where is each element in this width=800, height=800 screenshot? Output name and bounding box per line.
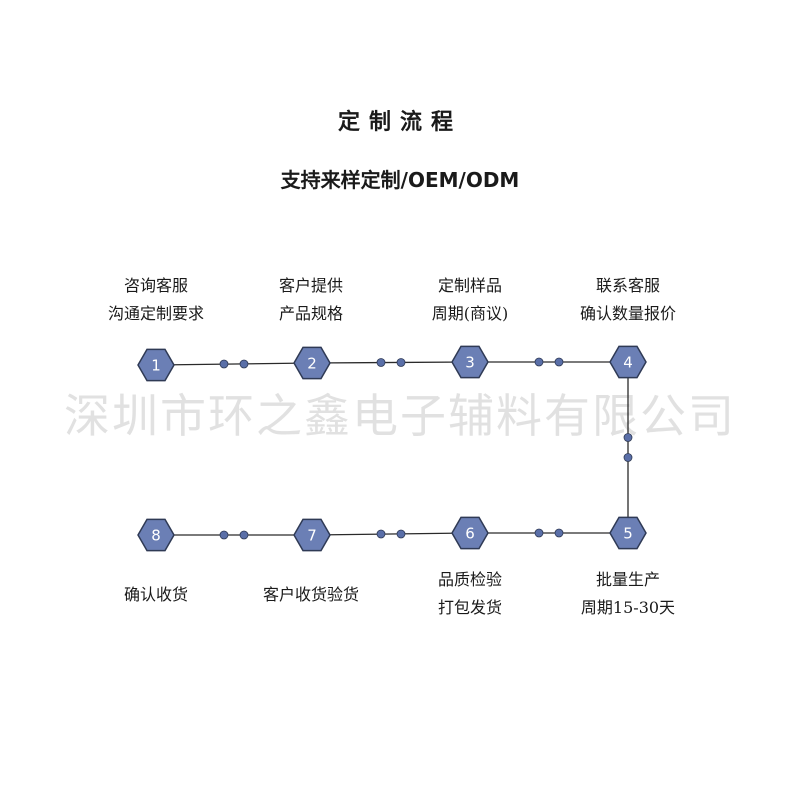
connector-dot-3-1 (534, 357, 544, 367)
step-6-node (451, 516, 489, 550)
step-2-number: 2 (307, 355, 317, 373)
step-8-node (137, 518, 175, 552)
connector-dot-4-1 (623, 433, 633, 442)
connector-1-2 (155, 362, 313, 366)
step-1-number: 1 (151, 357, 161, 375)
step-5-number: 5 (623, 525, 633, 543)
step-8-line1: 确认收货 (123, 585, 188, 604)
step-8-label: 确认收货 (76, 581, 236, 609)
connector-2-3 (311, 361, 471, 364)
step-3-label: 定制样品 周期(商议) (390, 272, 550, 328)
page-title: 定制流程 (337, 110, 462, 135)
step-5-line1: 批量生产 (595, 570, 660, 589)
step-5-line2: 周期15-30天 (580, 598, 676, 617)
connector-dot-3-2 (554, 357, 564, 367)
connector-dot-7-2 (239, 530, 249, 540)
step-3-line1: 定制样品 (437, 276, 502, 295)
connector-dot-6-2 (396, 529, 406, 539)
connector-dot-2-1 (376, 358, 386, 367)
step-3-node (451, 345, 489, 379)
connector-dot-7-1 (219, 530, 229, 540)
step-8-number: 8 (151, 527, 161, 545)
step-1-label: 咨询客服 沟通定制要求 (76, 272, 236, 328)
connector-dot-5-2 (554, 528, 564, 538)
connector-dot-5-1 (534, 528, 544, 538)
connector-dot-4-2 (623, 453, 633, 462)
step-4-line1: 联系客服 (595, 276, 660, 295)
step-2-label: 客户提供 产品规格 (231, 272, 391, 328)
connector-dot-6-1 (376, 529, 386, 539)
step-2-line2: 产品规格 (278, 304, 343, 323)
step-2-node (293, 346, 331, 380)
step-3-line2: 周期(商议) (431, 304, 509, 323)
step-6-line2: 打包发货 (437, 598, 502, 617)
connector-dot-1-1 (219, 359, 229, 369)
step-4-line2: 确认数量报价 (579, 304, 676, 323)
step-5-node (609, 516, 647, 550)
step-4-label: 联系客服 确认数量报价 (548, 272, 708, 328)
step-6-number: 6 (465, 525, 475, 543)
step-5-label: 批量生产 周期15-30天 (548, 566, 708, 622)
step-6-label: 品质检验 打包发货 (390, 566, 550, 622)
step-1-node (137, 348, 175, 382)
step-7-label: 客户收货验货 (231, 581, 391, 609)
connector-dot-2-2 (396, 358, 406, 367)
connector-6-7 (311, 532, 471, 536)
step-1-line2: 沟通定制要求 (107, 304, 204, 323)
page-subtitle: 支持来样定制/OEM/ODM (280, 168, 520, 192)
step-2-line1: 客户提供 (278, 276, 343, 295)
step-4-node (609, 345, 647, 379)
step-7-node (293, 518, 331, 552)
step-1-line1: 咨询客服 (123, 276, 188, 295)
step-3-number: 3 (465, 354, 475, 372)
step-7-line1: 客户收货验货 (262, 585, 359, 604)
step-4-number: 4 (623, 354, 633, 372)
connector-dot-1-2 (239, 359, 249, 369)
step-6-line1: 品质检验 (437, 570, 502, 589)
step-7-number: 7 (307, 527, 317, 545)
